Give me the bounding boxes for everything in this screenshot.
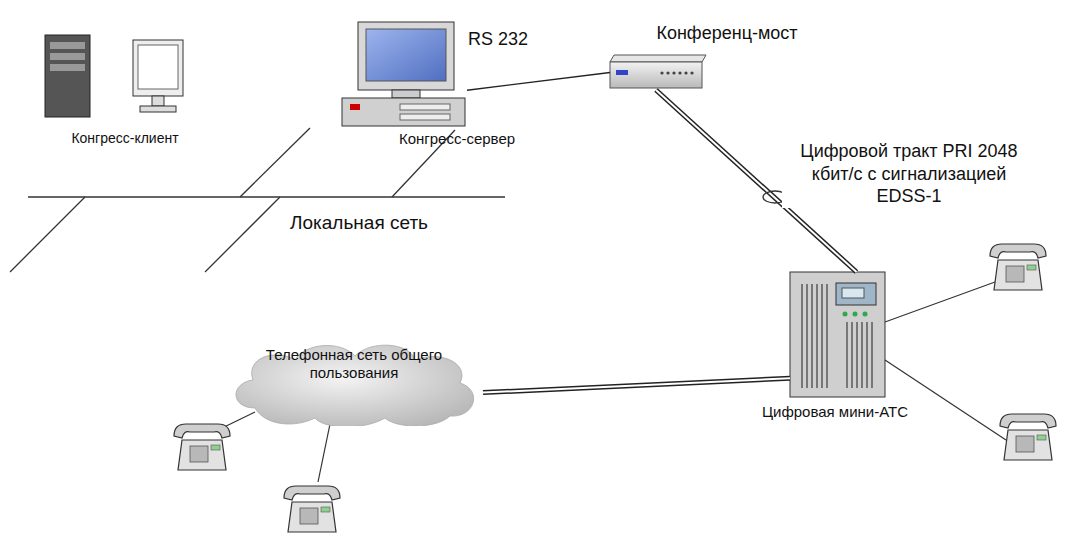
conference-bridge-device	[616, 70, 628, 75]
telephone-wires	[218, 282, 1006, 482]
pbx-cabinet	[863, 312, 868, 317]
lan-bus	[28, 196, 505, 197]
client-computer	[50, 53, 85, 60]
telephone-wires	[318, 424, 330, 482]
serial-cable	[467, 73, 610, 91]
server-computer	[342, 22, 465, 126]
pbx-cabinet	[846, 322, 876, 388]
pbx-cabinet	[836, 283, 876, 305]
client-computer	[140, 106, 176, 112]
conference-bridge-device	[610, 55, 706, 88]
network-name: Телефонная сеть общего пользования	[225, 338, 483, 390]
telephone-wires	[885, 282, 995, 322]
pbx-cabinet	[790, 272, 885, 397]
telephone-set	[284, 486, 340, 532]
pbx-cabinet	[790, 272, 885, 397]
lan-bus	[10, 197, 85, 272]
conference-bridge-device	[610, 62, 702, 88]
conference-bridge-device	[610, 55, 706, 62]
server-computer	[358, 22, 454, 90]
connection-label: RS 232	[466, 28, 530, 51]
conference-bridge: Конференц-мост	[610, 55, 702, 90]
conference-bridge-device	[672, 71, 675, 74]
lan-bus	[205, 197, 280, 272]
client-computer: Конгресс-клиент	[42, 32, 187, 122]
device-caption: Цифровая мини-АТС	[762, 403, 908, 421]
pbx-cabinet	[853, 312, 858, 317]
connection-label: Цифровой тракт PRI 2048 кбит/с с сигнали…	[782, 140, 1036, 208]
server-computer	[366, 29, 446, 81]
pbx-cabinet	[798, 284, 828, 388]
pbx-cabinet: Цифровая мини-АТС	[790, 272, 885, 397]
server-computer: Конгресс-сервер	[340, 22, 467, 127]
phone-network-cloud: Телефонная сеть общего пользования	[225, 338, 483, 426]
server-computer	[342, 98, 465, 126]
telephone-set	[1000, 414, 1056, 460]
client-computer	[138, 45, 178, 89]
conference-bridge-device	[690, 71, 693, 74]
telephone-wires	[885, 360, 1006, 440]
client-computer	[50, 64, 85, 71]
server-computer	[400, 114, 450, 120]
device-caption: Конференц-мост	[656, 23, 797, 45]
device-caption: Конгресс-сервер	[399, 130, 515, 148]
pbx-cabinet	[842, 288, 864, 298]
lan-bus	[240, 128, 310, 197]
telephone-set	[174, 244, 1056, 532]
device-caption: Конгресс-клиент	[71, 130, 178, 147]
client-computer	[45, 35, 90, 117]
conference-bridge-device	[684, 71, 687, 74]
connector	[483, 378, 790, 392]
server-computer	[392, 90, 420, 98]
pbx-cabinet	[843, 312, 848, 317]
lan-bus	[10, 128, 505, 272]
server-computer	[400, 104, 450, 110]
telephone-set	[990, 244, 1046, 290]
connector	[467, 73, 610, 91]
client-computer	[45, 35, 183, 117]
server-computer	[350, 104, 360, 110]
client-computer	[133, 40, 183, 96]
network-label: Локальная сеть	[288, 211, 430, 235]
conference-bridge-device	[678, 71, 681, 74]
digital-trunk	[483, 378, 790, 392]
conference-bridge-device	[660, 71, 663, 74]
conference-bridge-device	[666, 71, 669, 74]
telephone-set	[174, 424, 230, 470]
client-computer	[50, 42, 85, 49]
trunk-core	[483, 378, 790, 392]
client-computer	[152, 96, 164, 106]
connectors	[467, 73, 857, 393]
